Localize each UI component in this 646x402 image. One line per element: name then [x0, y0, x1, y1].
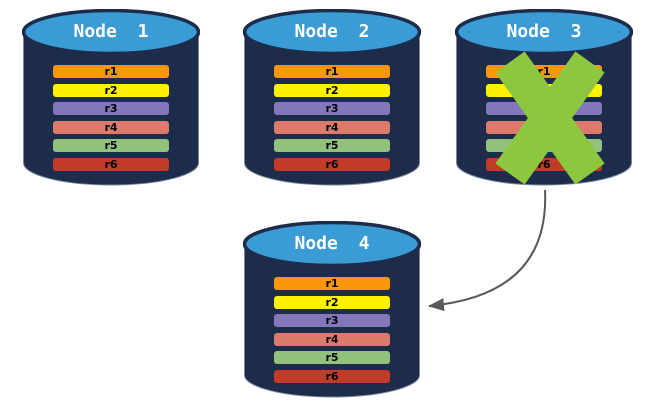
row-r2: r2 — [486, 83, 602, 97]
node-title: Node 1 — [73, 21, 149, 42]
node-title: Node 4 — [294, 233, 370, 254]
arrow-curve — [428, 189, 547, 312]
row-r3: r3 — [486, 102, 602, 115]
row-stack: r1 r2 r3 r4 r5 r6 — [274, 65, 390, 171]
row-stack: r1 r2 r3 r4 r5 r6 — [274, 277, 390, 383]
node-3: Node 3 r1 r2 r3 r4 r5 r6 — [455, 9, 633, 186]
node-2: Node 2 r1 r2 r3 r4 r5 r6 — [243, 9, 421, 186]
row-r2: r2 — [53, 83, 169, 97]
row-r5: r5 — [274, 139, 390, 152]
row-r4: r4 — [274, 120, 390, 134]
row-r3: r3 — [274, 314, 390, 327]
cylinder-top-ellipse — [22, 9, 200, 56]
node-4: Node 4 r1 r2 r3 r4 r5 r6 — [243, 221, 421, 398]
row-r2: r2 — [274, 295, 390, 309]
cylinder-top-ellipse — [243, 221, 421, 268]
row-r1: r1 — [274, 277, 390, 290]
row-r4: r4 — [486, 120, 602, 134]
row-stack: r1 r2 r3 r4 r5 r6 — [53, 65, 169, 171]
row-r6: r6 — [486, 157, 602, 171]
row-r4: r4 — [53, 120, 169, 134]
row-r5: r5 — [486, 139, 602, 152]
row-r5: r5 — [53, 139, 169, 152]
cylinder-top-ellipse — [243, 9, 421, 56]
row-r1: r1 — [53, 65, 169, 78]
row-r5: r5 — [274, 351, 390, 364]
row-stack: r1 r2 r3 r4 r5 r6 — [486, 65, 602, 171]
row-r6: r6 — [274, 157, 390, 171]
row-r6: r6 — [274, 369, 390, 383]
row-r3: r3 — [274, 102, 390, 115]
row-r2: r2 — [274, 83, 390, 97]
node-title: Node 2 — [294, 21, 370, 42]
row-r6: r6 — [53, 157, 169, 171]
row-r1: r1 — [274, 65, 390, 78]
row-r1: r1 — [486, 65, 602, 78]
row-r4: r4 — [274, 332, 390, 346]
row-r3: r3 — [53, 102, 169, 115]
node-1: Node 1 r1 r2 r3 r4 r5 r6 — [22, 9, 200, 186]
node-title: Node 3 — [506, 21, 582, 42]
